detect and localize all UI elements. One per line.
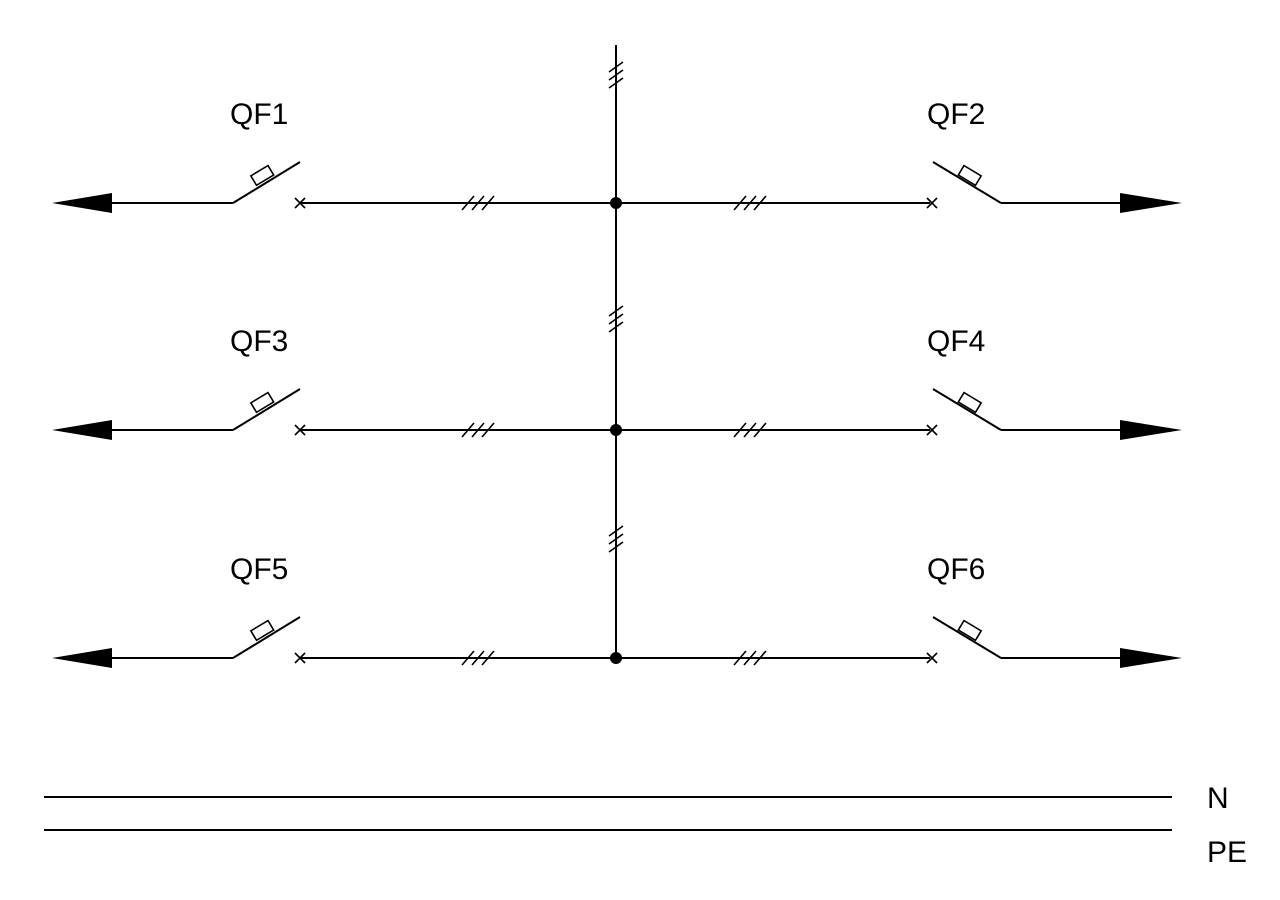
breaker-blade — [232, 161, 301, 204]
breaker-label-qf3: QF3 — [230, 325, 288, 358]
bus-junction-dot — [610, 652, 622, 664]
bus-junction-dot — [610, 424, 622, 436]
breaker-cross-mark — [926, 424, 938, 436]
outgoing-arrow-left — [52, 420, 112, 440]
breaker-actuator — [249, 619, 275, 642]
breaker-cross-mark — [926, 652, 938, 664]
vertical-bus-phase-mark-middle — [608, 305, 624, 333]
neutral-conductor-label: N — [1207, 782, 1229, 815]
breaker-actuator — [249, 391, 275, 414]
breaker-blade — [932, 161, 1002, 204]
breaker-actuator — [957, 619, 983, 642]
breaker-blade — [232, 616, 301, 659]
breaker-actuator — [957, 391, 983, 414]
breaker-label-qf1: QF1 — [230, 98, 288, 131]
breaker-actuator — [957, 164, 983, 187]
phase-mark-right — [733, 195, 767, 211]
phase-mark-left — [461, 650, 495, 666]
breaker-actuator — [249, 164, 275, 187]
outgoing-arrow-right — [1120, 648, 1182, 668]
breaker-cross-mark — [294, 197, 306, 209]
feeder-row-3 — [52, 616, 1182, 668]
bus-junction-dot — [610, 197, 622, 209]
breaker-label-qf2: QF2 — [927, 98, 985, 131]
phase-mark-right — [733, 422, 767, 438]
breaker-qf2[interactable] — [926, 161, 1182, 213]
outgoing-arrow-right — [1120, 193, 1182, 213]
phase-mark-right — [733, 650, 767, 666]
breaker-blade — [232, 388, 301, 431]
vertical-bus-phase-mark-bottom — [608, 525, 624, 553]
outgoing-arrow-left — [52, 648, 112, 668]
breaker-label-qf6: QF6 — [927, 553, 985, 586]
breaker-cross-mark — [294, 424, 306, 436]
breaker-qf1[interactable] — [52, 161, 306, 213]
outgoing-arrow-left — [52, 193, 112, 213]
outgoing-arrow-right — [1120, 420, 1182, 440]
breaker-blade — [932, 616, 1002, 659]
breaker-qf6[interactable] — [926, 616, 1182, 668]
breaker-label-qf4: QF4 — [927, 325, 985, 358]
breaker-blade — [932, 388, 1002, 431]
breaker-cross-mark — [294, 652, 306, 664]
breaker-label-qf5: QF5 — [230, 553, 288, 586]
phase-mark-left — [461, 422, 495, 438]
protective-earth-conductor-label: PE — [1207, 836, 1247, 869]
phase-mark-left — [461, 195, 495, 211]
breaker-qf4[interactable] — [926, 388, 1182, 440]
breaker-cross-mark — [926, 197, 938, 209]
breaker-qf5[interactable] — [52, 616, 306, 668]
feeder-row-1 — [52, 161, 1182, 213]
breaker-qf3[interactable] — [52, 388, 306, 440]
feeder-row-2 — [52, 388, 1182, 440]
vertical-bus-phase-mark-top — [608, 61, 624, 89]
